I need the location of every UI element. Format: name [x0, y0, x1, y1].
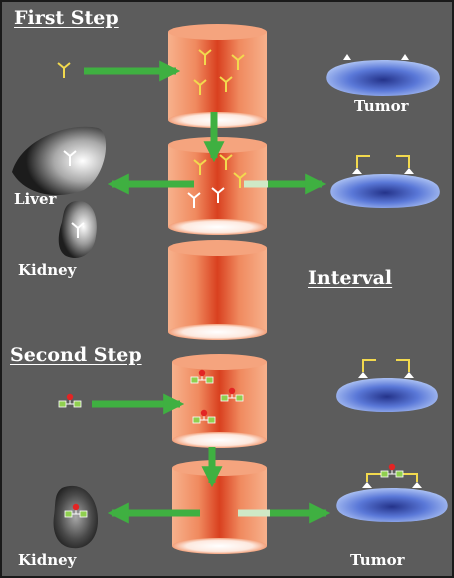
kidney-organ-2: [53, 485, 98, 549]
kidney-label-top: Kidney: [18, 261, 77, 279]
liver-organ: [12, 126, 107, 196]
blood-cylinder-3: [168, 240, 267, 340]
tumor-cell-1: [326, 54, 440, 96]
tumor-cell-4: [336, 463, 448, 522]
kidney-organ-1: [58, 200, 97, 258]
blood-cylinder-4: [172, 354, 267, 448]
tumor-label-top: Tumor: [354, 97, 409, 115]
liver-label: Liver: [14, 190, 57, 208]
kidney-label-bottom: Kidney: [18, 551, 77, 569]
blood-cylinder-1: [168, 24, 267, 128]
first-step-heading: First Step: [14, 7, 119, 29]
interval-heading: Interval: [308, 267, 393, 289]
tumor-cell-2: [330, 155, 440, 208]
tumor-cell-3: [336, 359, 438, 412]
tumor-label-bottom: Tumor: [350, 551, 405, 569]
second-step-heading: Second Step: [10, 344, 142, 366]
blood-cylinder-5: [172, 460, 267, 554]
